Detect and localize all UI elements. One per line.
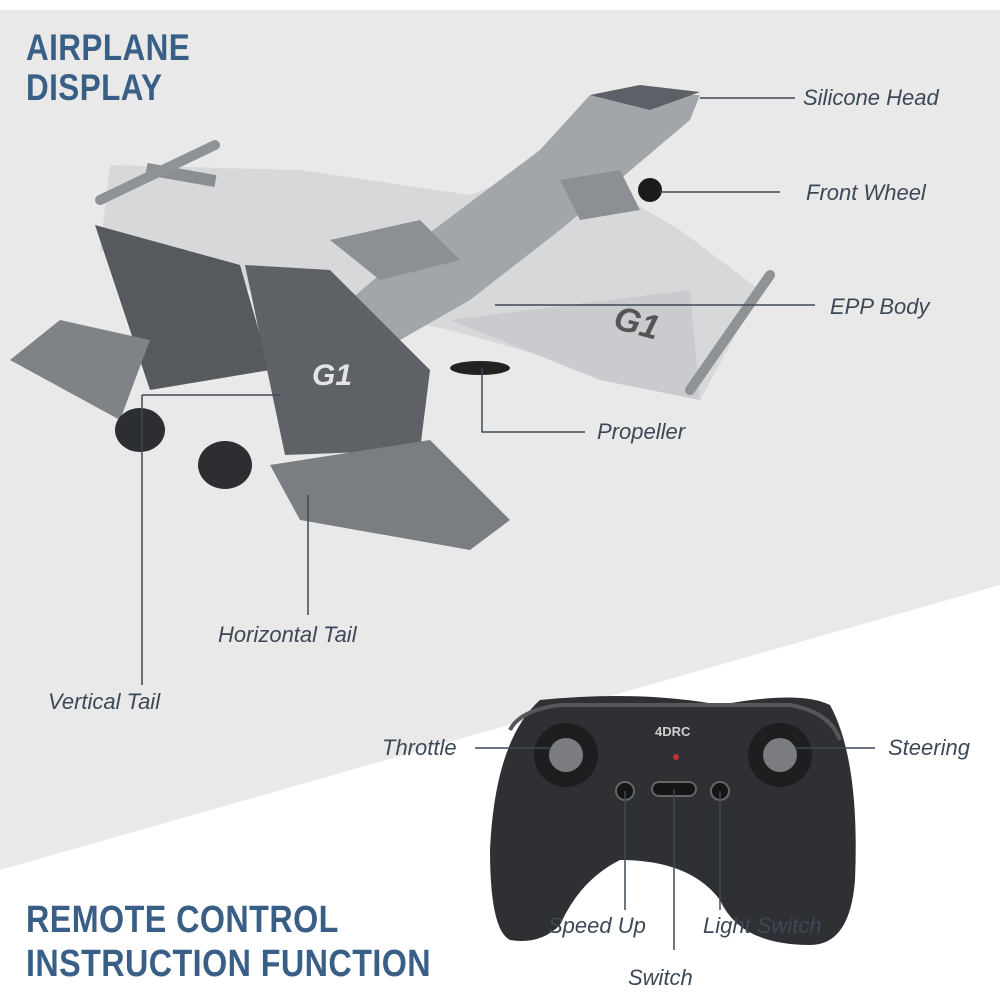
label-front-wheel: Front Wheel xyxy=(806,180,926,205)
label-horizontal-tail: Horizontal Tail xyxy=(218,622,357,647)
label-propeller: Propeller xyxy=(597,419,686,444)
heading-line: REMOTE CONTROL xyxy=(26,899,339,941)
heading-line: INSTRUCTION FUNCTION xyxy=(26,943,432,985)
heading-line: DISPLAY xyxy=(26,67,163,108)
label-silicone-head: Silicone Head xyxy=(803,85,939,110)
label-speed-up: Speed Up xyxy=(548,913,646,938)
heading-line: AIRPLANE xyxy=(26,27,191,68)
label-epp-body: EPP Body xyxy=(830,294,930,319)
label-throttle: Throttle xyxy=(382,735,457,760)
airplane-display-heading: AIRPLANE DISPLAY xyxy=(26,28,190,108)
svg-text:G1: G1 xyxy=(312,359,352,392)
label-steering: Steering xyxy=(888,735,970,760)
label-switch: Switch xyxy=(628,965,693,990)
remote-control-heading: REMOTE CONTROL INSTRUCTION FUNCTION xyxy=(26,898,431,986)
label-vertical-tail: Vertical Tail xyxy=(48,689,161,714)
label-light-switch: Light Switch xyxy=(703,913,822,938)
svg-text:4DRC: 4DRC xyxy=(655,724,691,739)
